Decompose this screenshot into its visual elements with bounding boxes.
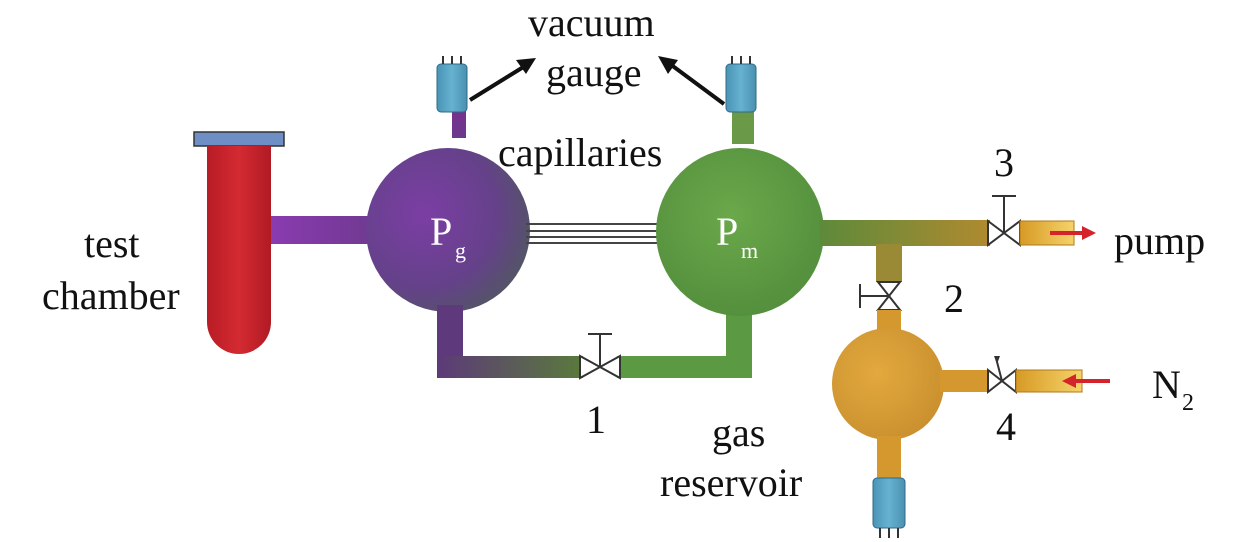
label-reservoir: reservoir — [660, 460, 802, 505]
label-n2: N — [1152, 362, 1181, 407]
pump-port — [1019, 220, 1096, 246]
test-chamber-body — [207, 146, 271, 354]
label-valve-4: 4 — [996, 404, 1016, 449]
label-valve-1: 1 — [586, 397, 606, 442]
label-gas: gas — [712, 410, 765, 455]
pg-label: P — [430, 209, 452, 254]
pm-subscript: m — [741, 238, 758, 263]
valve-1[interactable] — [579, 333, 621, 380]
vacuum-gauge-bottom — [872, 477, 906, 538]
label-vacuum: vacuum — [528, 0, 655, 45]
label-n2-subscript: 2 — [1182, 390, 1194, 416]
vacuum-gauge-right — [725, 56, 757, 144]
label-capillaries: capillaries — [498, 130, 662, 175]
pipe-test-to-pg — [271, 216, 383, 244]
label-chamber: chamber — [42, 273, 180, 318]
pm-vessel: P m — [656, 148, 824, 316]
gauge-pointer-arrows — [468, 56, 726, 106]
gas-reservoir-vessel — [832, 310, 990, 482]
vacuum-gauge-left — [436, 56, 468, 138]
test-chamber — [193, 131, 285, 354]
bottom-bypass-line — [437, 305, 752, 378]
label-valve-2: 2 — [944, 276, 964, 321]
test-chamber-lid — [193, 131, 285, 147]
pump-line — [820, 220, 990, 282]
pg-subscript: g — [455, 238, 466, 263]
capillaries — [526, 223, 660, 244]
label-pump: pump — [1114, 218, 1205, 263]
pg-vessel: P g — [366, 148, 530, 312]
valve-3[interactable] — [987, 195, 1021, 247]
valve-4[interactable] — [987, 356, 1017, 395]
label-test: test — [84, 221, 140, 266]
n2-inlet-port — [1015, 369, 1110, 393]
label-gauge: gauge — [546, 50, 642, 95]
label-valve-3: 3 — [994, 140, 1014, 185]
valve-2[interactable] — [859, 281, 903, 311]
pm-label: P — [716, 209, 738, 254]
